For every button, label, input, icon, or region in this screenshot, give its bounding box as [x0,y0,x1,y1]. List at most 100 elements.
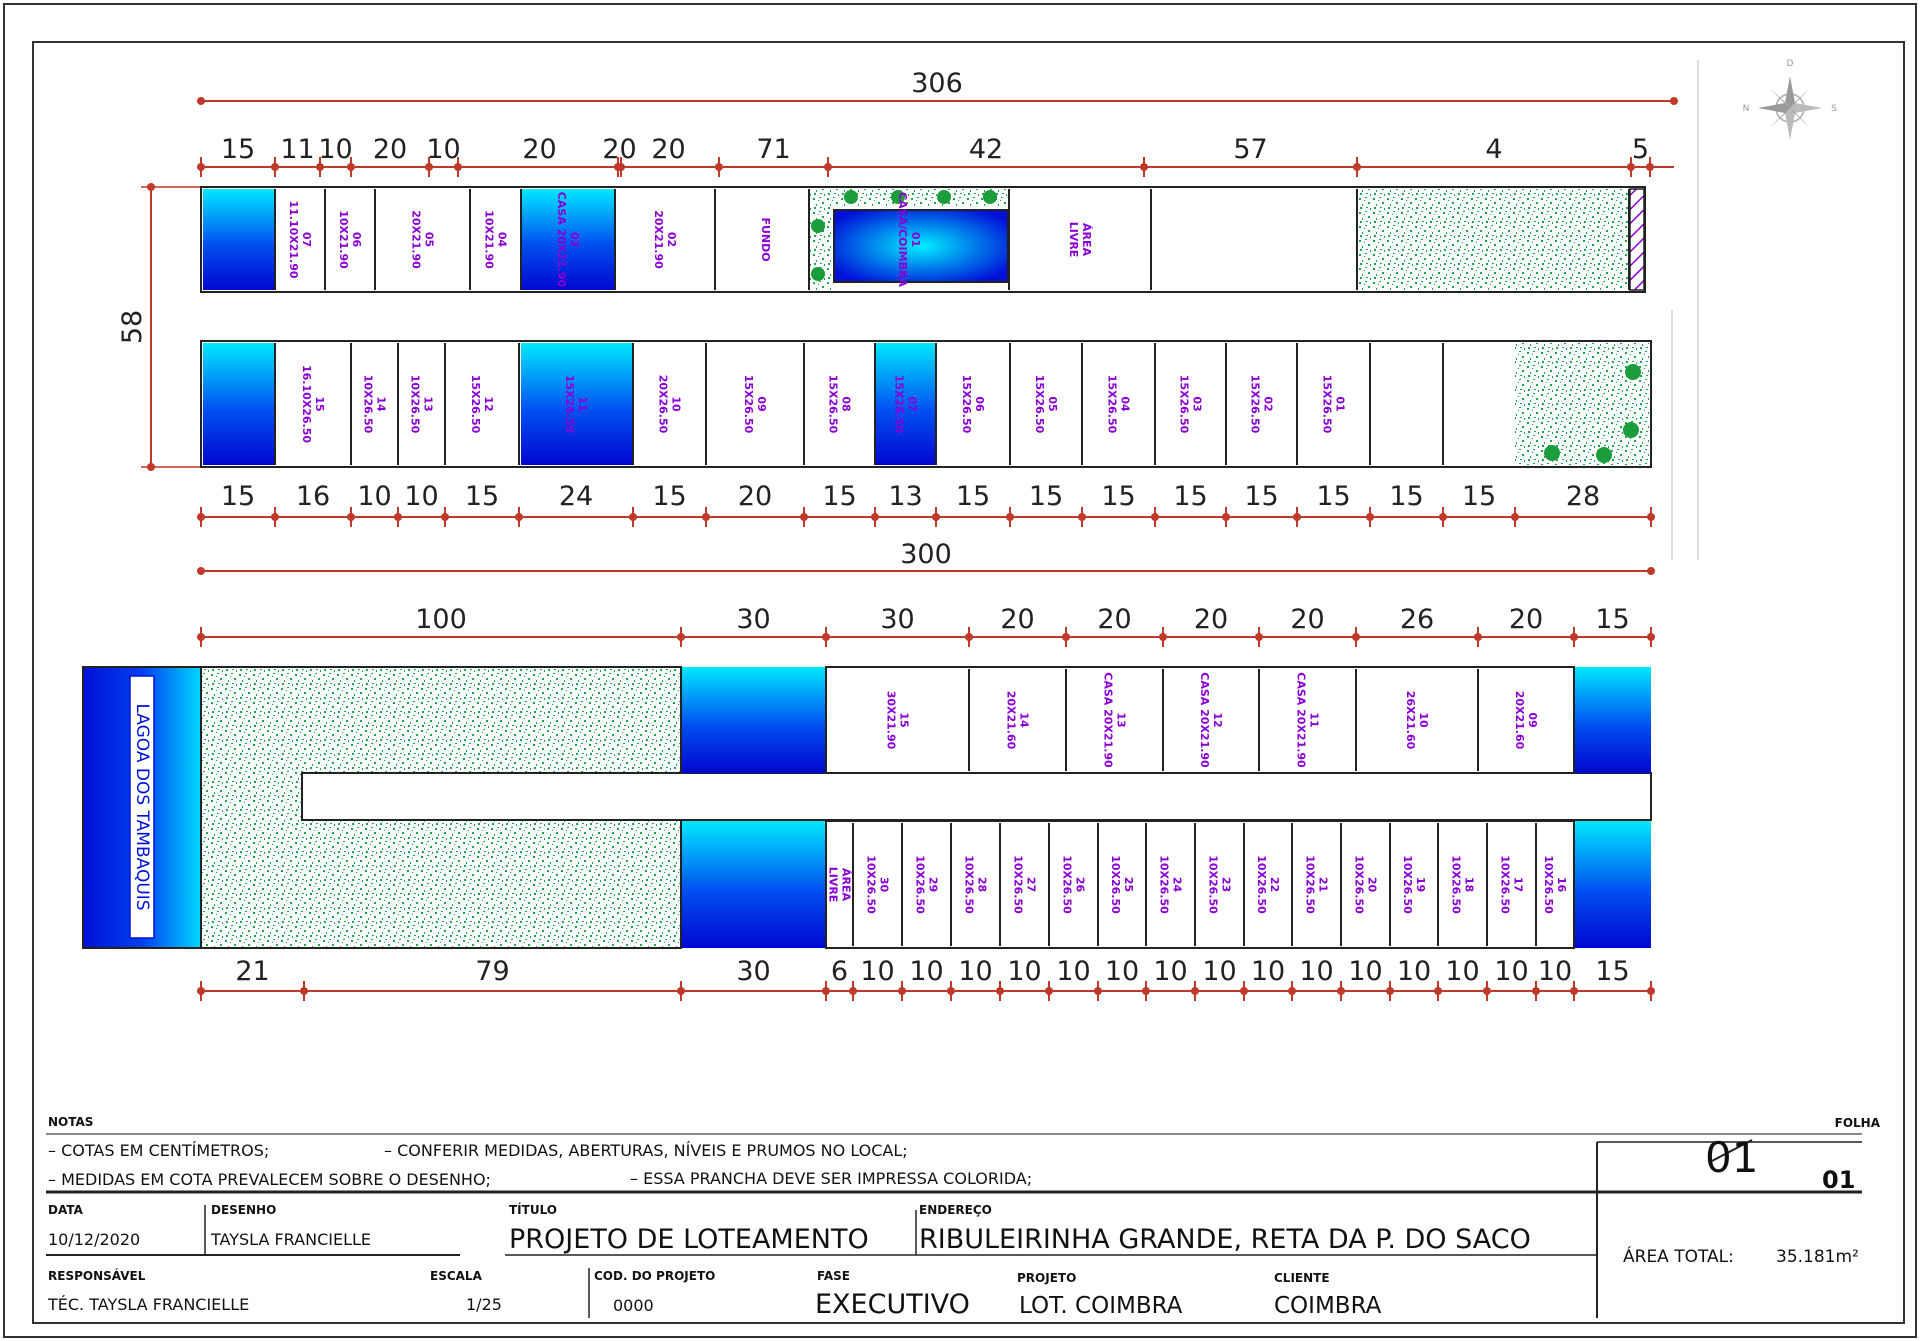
cliente-value: COIMBRA [1274,1293,1382,1319]
dim-dot [1570,987,1578,995]
dim-dot [947,987,955,995]
lot-label: 1810X26.50 [1450,855,1476,914]
lot-label: 3010X26.50 [865,855,891,914]
svg-text:D: D [1787,59,1794,69]
dim-dot [1439,513,1447,521]
dim-dot [394,513,402,521]
lot-label: 1516.10X26.50 [300,365,326,443]
dim-text: 100 [415,604,467,635]
dim-text: 15 [956,481,990,512]
lot-label: 2910X26.50 [914,855,940,914]
lot-label: 0515X26.50 [1033,375,1059,434]
dim-text: 10 [404,481,438,512]
dim-dot [822,987,830,995]
lot-label: 0915X26.50 [742,375,768,434]
lot-label: 2010X26.50 [1353,855,1379,914]
dim-text: 20 [1097,604,1131,635]
dim-dot [677,633,685,641]
dim-dot [1142,987,1150,995]
responsavel-value: TÉC. TAYSLA FRANCIELLE [47,1295,249,1314]
water-channel [203,343,275,465]
dim-text: 20 [522,134,556,165]
dim-dot [629,513,637,521]
top-dimension-300: 300 [197,539,1655,575]
dim-dot [824,163,832,171]
dim-text: 10 [1007,956,1041,987]
dim-dot [1483,987,1491,995]
water-channel [682,821,826,948]
lot-label: 1910X26.50 [1401,855,1427,914]
dim-text: 10 [1538,956,1572,987]
dim-text: 71 [756,134,790,165]
dim-text: 10 [909,956,943,987]
dim-dot [1532,987,1540,995]
dim-text: 20 [1000,604,1034,635]
dim-text: 10 [860,956,894,987]
dim-text: 4 [1485,134,1502,165]
title-block: NOTAS FOLHA – COTAS EM CENTÍMETROS; – CO… [46,1115,1881,1320]
dim-dot [677,987,685,995]
dim-text: 30 [736,956,770,987]
dim-dot [1151,513,1159,521]
dim-text: 6 [831,956,848,987]
dim-dot [197,987,205,995]
lot-label: 1020X26.50 [657,375,683,434]
dim-text: 10 [1202,956,1236,987]
lot-label: 0415X26.50 [1106,375,1132,434]
lot-label: 2710X26.50 [1012,855,1038,914]
dim-dot [515,513,523,521]
dim-text: 21 [235,956,269,987]
grass-strip [831,189,1009,207]
dim-dot [1078,513,1086,521]
note-2: – CONFERIR MEDIDAS, ABERTURAS, NÍVEIS E … [384,1141,908,1160]
dim-dot [1434,987,1442,995]
note-3: – MEDIDAS EM COTA PREVALECEM SOBRE O DES… [48,1170,491,1189]
dim-text: 15 [1101,481,1135,512]
titulo-label: TÍTULO [509,1202,557,1217]
dim-dot [1255,633,1263,641]
lot-label: 1530X21.90 [885,691,911,750]
dim-text: 20 [1194,604,1228,635]
dim-text: 10 [1056,956,1090,987]
fase-label: FASE [817,1269,850,1283]
dim-dot [1337,987,1345,995]
water-channel [521,189,615,290]
escala-label: ESCALA [430,1269,483,1283]
lagoon-label-box [129,675,155,939]
dim-dot [1353,163,1361,171]
desenho-label: DESENHO [211,1203,276,1217]
dim-dot [1222,513,1230,521]
lot-label: 0610X21.90 [337,210,363,269]
water-channel [203,189,275,290]
dim-text: 42 [969,134,1003,165]
desenho-value: TAYSLA FRANCIELLE [210,1230,371,1249]
dim-dot [1352,633,1360,641]
dim-text: 30 [736,604,770,635]
dim-dot [965,633,973,641]
lot-label: 2310X26.50 [1207,855,1233,914]
dim-text: 15 [1173,481,1207,512]
dim-text: 15 [221,481,255,512]
dim-dot [1159,633,1167,641]
folha-label: FOLHA [1835,1116,1881,1130]
dim-text: 79 [475,956,509,987]
lot-label: 2810X26.50 [963,855,989,914]
dim-dot [271,513,279,521]
height-dimension-58: 58 [117,183,201,471]
lot-label: 12CASA 20X21.90 [1198,672,1224,768]
lot-label: 1410X26.50 [362,375,388,434]
grass-strip [809,189,831,290]
dim-text: 30 [880,604,914,635]
dim-dot [1240,987,1248,995]
dim-text: 15 [1595,956,1629,987]
area-value: 35.181m² [1776,1247,1859,1267]
dim-dot [702,513,710,521]
dim-text: 24 [559,481,593,512]
dim-dot [996,987,1004,995]
top-dimension-306: 306 [197,68,1678,105]
note-4: – ESSA PRANCHA DEVE SER IMPRESSA COLORID… [630,1169,1032,1188]
water-channel [521,343,633,465]
